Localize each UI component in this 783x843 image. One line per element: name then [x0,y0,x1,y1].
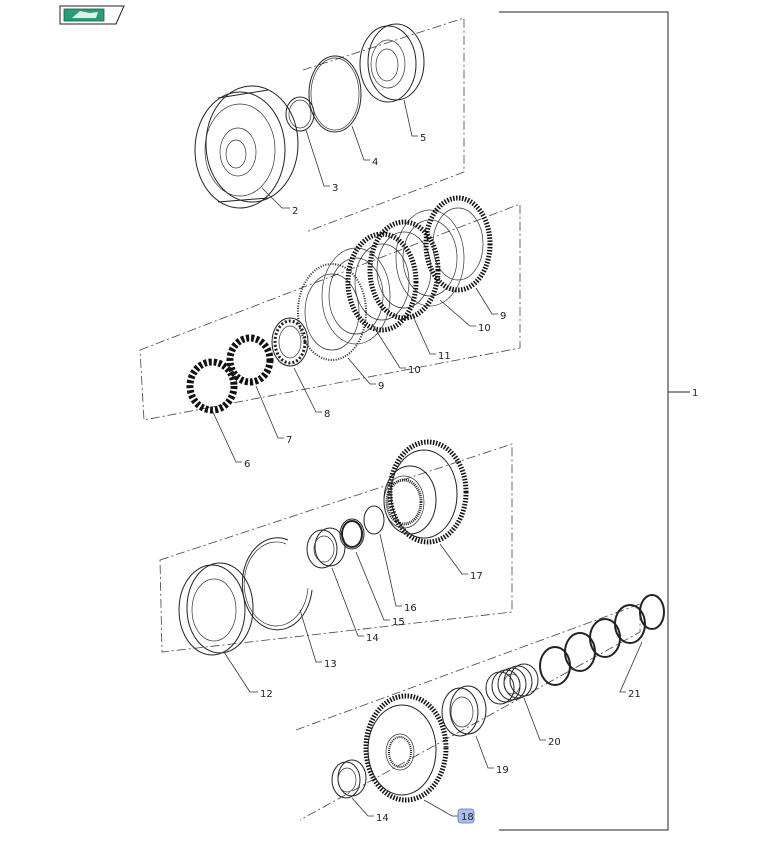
part-ring-4 [308,55,362,133]
part-ring-15 [339,518,365,550]
part-spring-20 [485,663,539,705]
callout-2: 2 [292,206,298,217]
callout-7: 7 [286,435,292,446]
part-ring-16 [363,505,385,535]
callout-15: 15 [392,617,405,628]
callout-4: 4 [372,157,378,168]
callout-14b: 14 [376,813,389,824]
part-gear-17 [383,439,469,545]
callout-12: 12 [260,689,273,700]
part-piston-5 [359,23,425,103]
callout-5: 5 [420,133,426,144]
part-sprag-6 [186,358,238,414]
part-bearing-14a [306,527,346,569]
part-ring-3 [285,96,315,132]
callout-9a: 9 [378,381,384,392]
part-plate-9 [297,195,493,361]
callout-16: 16 [404,603,417,614]
assembly-bracket [499,11,690,831]
part-bearing-8 [271,317,309,367]
callout-9b: 9 [500,311,506,322]
part-snap-ring-13 [241,537,313,631]
callout-6: 6 [244,459,250,470]
callout-18-badge[interactable]: 18 [457,808,475,824]
part-sprag-7 [226,334,274,386]
callout-18: 18 [461,812,474,823]
callout-21: 21 [628,689,641,700]
book-hand-icon[interactable] [59,5,125,25]
callout-13: 13 [324,659,337,670]
part-gear-18 [363,693,449,803]
part-housing-2 [194,85,299,209]
callout-8: 8 [324,409,330,420]
part-bearing-19 [441,685,487,737]
callout-3: 3 [332,183,338,194]
part-plate-12 [178,562,254,656]
callout-20: 20 [548,737,561,748]
callout-17: 17 [470,571,483,582]
callout-10a: 10 [408,365,421,376]
part-bearing-14b [331,759,367,799]
callout-14a: 14 [366,633,379,644]
part-seal-rings-21 [539,594,665,686]
callout-1: 1 [692,388,698,399]
callout-11: 11 [438,351,451,362]
callout-19: 19 [496,765,509,776]
callout-10b: 10 [478,323,491,334]
